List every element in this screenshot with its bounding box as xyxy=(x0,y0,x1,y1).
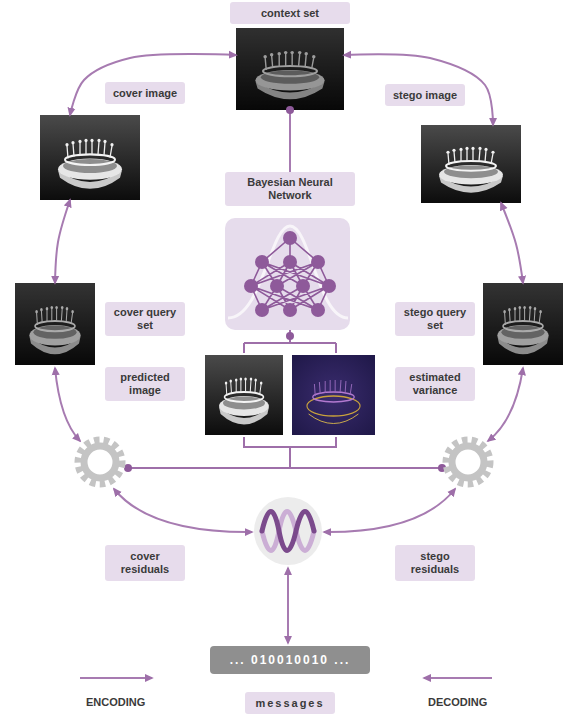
variance-picture xyxy=(292,355,375,435)
predicted-picture xyxy=(205,355,283,435)
flow-label: DECODING xyxy=(428,696,487,708)
caption-box: messages xyxy=(245,692,335,714)
wave-symbol xyxy=(254,497,322,565)
image-shade xyxy=(236,28,344,110)
connector-arrow xyxy=(289,110,291,172)
label-box: stego residuals xyxy=(395,545,475,581)
icon-ground xyxy=(225,218,350,330)
flow-label: ENCODING xyxy=(86,696,145,708)
cover-image-picture xyxy=(40,115,140,200)
network-links xyxy=(251,238,329,310)
image-panel: cover query set xyxy=(15,283,95,365)
image-panel: stego image xyxy=(421,125,521,203)
image-panel: stego query set xyxy=(483,283,563,365)
caption-text: cover query set xyxy=(110,306,180,332)
caption-text: Bayesian Neural Network xyxy=(230,176,350,202)
label-box: cover residuals xyxy=(105,545,185,581)
network-icon xyxy=(225,218,350,330)
caption-text: stego image xyxy=(393,89,457,102)
stego-query-picture xyxy=(483,283,563,365)
caption-text: context set xyxy=(261,7,319,20)
label-text: stego residuals xyxy=(400,550,470,576)
image-panel: predicted image xyxy=(205,355,283,435)
image-shade xyxy=(15,283,95,365)
cover-query-picture xyxy=(15,283,95,365)
connector-arrow xyxy=(70,54,236,115)
caption-text: stego query set xyxy=(400,306,470,332)
image-illustrations xyxy=(15,28,563,435)
caption-box: stego image xyxy=(385,84,465,106)
caption-box: stego query set xyxy=(395,302,475,336)
caption-box: Bayesian Neural Network xyxy=(225,172,355,206)
connector-arrow xyxy=(501,203,523,283)
image-panel: estimated variance xyxy=(292,355,375,435)
gear-symbol xyxy=(446,440,490,484)
caption-text: predicted image xyxy=(110,371,180,397)
message-box: ... 010010010 ...messages xyxy=(210,646,370,674)
flow-label-text: ENCODING xyxy=(86,696,145,708)
gear-symbol xyxy=(78,440,122,484)
image-shade xyxy=(483,283,563,365)
connector-arrow xyxy=(55,200,70,283)
bell-curve xyxy=(228,226,348,318)
flow-label-text: DECODING xyxy=(428,696,487,708)
label-text: cover residuals xyxy=(110,550,180,576)
image-panel: context set xyxy=(236,28,344,110)
stego-image-picture xyxy=(421,125,521,203)
context-image xyxy=(236,28,344,110)
caption-box: context set xyxy=(230,2,350,24)
wire-dots xyxy=(124,332,446,472)
caption-text: messages xyxy=(255,697,324,710)
caption-text: cover image xyxy=(113,87,177,100)
flow-wires xyxy=(55,368,523,678)
caption-box: cover image xyxy=(105,82,185,104)
caption-box: cover query set xyxy=(105,302,185,336)
connector-arrow xyxy=(344,54,493,125)
caption-text: estimated variance xyxy=(400,371,470,397)
caption-box: estimated variance xyxy=(395,367,475,401)
network-units xyxy=(244,231,336,317)
image-panel: Bayesian Neural Network xyxy=(210,172,370,330)
caption-box: predicted image xyxy=(105,367,185,401)
bit-string: ... 010010010 ... xyxy=(230,653,351,667)
image-panel: cover image xyxy=(40,115,140,200)
